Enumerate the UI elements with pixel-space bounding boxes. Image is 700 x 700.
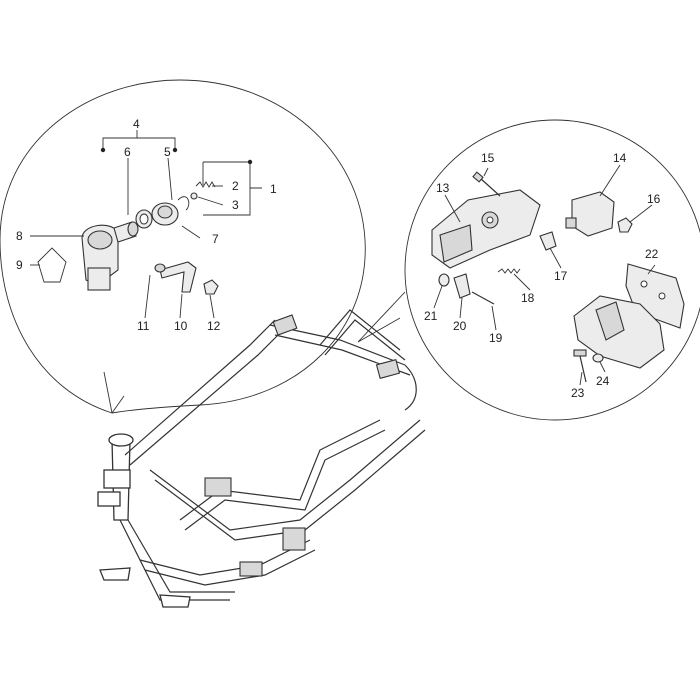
callout-22: 22 — [645, 247, 659, 261]
callout-13: 13 — [436, 181, 450, 195]
ref-dot — [172, 147, 178, 153]
callout-2: 2 — [232, 179, 239, 193]
callout-16: 16 — [647, 192, 661, 206]
nut — [617, 217, 633, 233]
washer — [438, 273, 450, 287]
callout-6: 6 — [124, 145, 131, 159]
ref-dot — [247, 159, 253, 165]
cam — [539, 231, 557, 251]
callout-5: 5 — [164, 145, 171, 159]
left-parts — [30, 130, 262, 319]
ref-dot — [100, 147, 106, 153]
callout-12: 12 — [207, 319, 221, 333]
callout-labels: 1 2 3 4 5 6 7 8 9 10 11 12 13 14 15 16 1… — [16, 117, 661, 400]
screw — [154, 263, 166, 273]
washer — [592, 353, 604, 363]
callout-17: 17 — [554, 269, 568, 283]
callout-1: 1 — [270, 182, 277, 196]
callout-20: 20 — [453, 319, 467, 333]
callout-10: 10 — [174, 319, 188, 333]
callout-23: 23 — [571, 386, 585, 400]
spring — [497, 268, 521, 274]
bolt — [479, 177, 501, 197]
left-detail-bubble — [0, 79, 366, 414]
pin — [190, 192, 198, 200]
screw — [579, 355, 587, 383]
callout-3: 3 — [232, 198, 239, 212]
callout-7: 7 — [212, 232, 219, 246]
clip — [37, 247, 67, 283]
callout-11: 11 — [137, 319, 150, 333]
spring — [195, 181, 216, 188]
nut — [203, 279, 219, 295]
right-parts — [431, 164, 685, 386]
callout-24: 24 — [596, 374, 610, 388]
actuator — [571, 191, 615, 237]
scooter-frame — [97, 309, 426, 608]
lever — [453, 273, 471, 299]
lever — [159, 261, 197, 293]
callout-8: 8 — [16, 229, 23, 243]
callout-18: 18 — [521, 291, 535, 305]
callout-4: 4 — [133, 117, 140, 131]
callout-21: 21 — [424, 309, 438, 323]
spring-clip — [177, 196, 190, 211]
callout-14: 14 — [613, 151, 627, 165]
pin — [471, 291, 495, 305]
callout-19: 19 — [489, 331, 503, 345]
right-detail-bubble — [357, 119, 700, 421]
callout-15: 15 — [481, 151, 495, 165]
callout-9: 9 — [16, 258, 23, 272]
